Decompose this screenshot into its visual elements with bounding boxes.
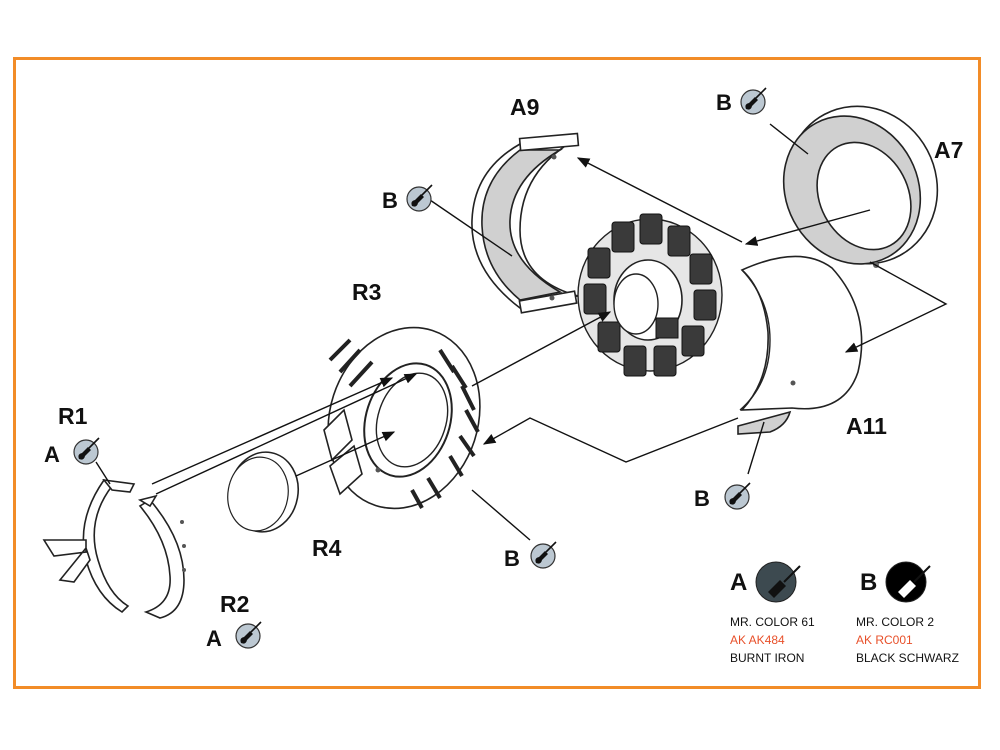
legend-b-name: BLACK SCHWARZ xyxy=(856,651,959,665)
paint-brush-icon xyxy=(73,437,100,465)
paint-brush-icon xyxy=(724,482,751,510)
label-a11: A11 xyxy=(846,413,887,439)
paint-brush-icon xyxy=(740,87,767,115)
paint-callout-a9: B xyxy=(382,184,433,213)
part-a7 xyxy=(782,105,939,268)
paint-brush-icon xyxy=(530,541,557,569)
part-engine xyxy=(577,213,723,377)
legend-a: A MR. COLOR 61 AK AK484 BURNT IRON xyxy=(730,561,815,665)
paint-brush-icon xyxy=(235,621,262,649)
svg-text:B: B xyxy=(716,90,732,115)
paint-callout-a7: B xyxy=(716,87,767,115)
label-r2: R2 xyxy=(220,591,249,617)
part-a11 xyxy=(737,255,863,435)
paint-swatch-b xyxy=(885,561,927,603)
paint-brush-icon xyxy=(783,565,801,583)
paint-callout-r3: B xyxy=(504,541,557,571)
legend-a-letter: A xyxy=(730,569,747,596)
legend-a-ak: AK AK484 xyxy=(730,633,785,647)
legend-b: B MR. COLOR 2 AK RC001 BLACK SCHWARZ xyxy=(856,561,959,665)
paint-brush-icon xyxy=(406,184,433,212)
svg-text:A: A xyxy=(44,442,60,467)
legend-a-name: BURNT IRON xyxy=(730,651,804,665)
svg-text:B: B xyxy=(382,188,398,213)
legend-b-mrcolor: MR. COLOR 2 xyxy=(856,615,934,629)
svg-text:B: B xyxy=(504,546,520,571)
part-a9 xyxy=(471,132,580,314)
callout-leaders xyxy=(95,123,809,541)
paint-callout-r2: A xyxy=(206,621,262,651)
part-r2 xyxy=(137,494,186,619)
part-r1 xyxy=(42,478,136,614)
label-r4: R4 xyxy=(312,535,342,561)
legend-a-mrcolor: MR. COLOR 61 xyxy=(730,615,815,629)
label-r1: R1 xyxy=(58,403,88,429)
label-a9: A9 xyxy=(510,94,539,120)
paint-brush-icon xyxy=(913,565,931,583)
paint-callout-r1: A xyxy=(44,437,100,467)
paint-callout-a11: B xyxy=(694,482,751,511)
paint-swatch-a xyxy=(755,561,797,603)
assembly-arrows xyxy=(151,157,948,495)
legend-b-letter: B xyxy=(860,569,877,596)
part-r4 xyxy=(227,451,299,533)
legend-b-ak: AK RC001 xyxy=(856,633,913,647)
label-r3: R3 xyxy=(352,279,381,305)
label-a7: A7 xyxy=(934,137,963,163)
part-r3 xyxy=(323,326,481,510)
svg-text:A: A xyxy=(206,626,222,651)
svg-text:B: B xyxy=(694,486,710,511)
instruction-frame xyxy=(13,57,981,689)
